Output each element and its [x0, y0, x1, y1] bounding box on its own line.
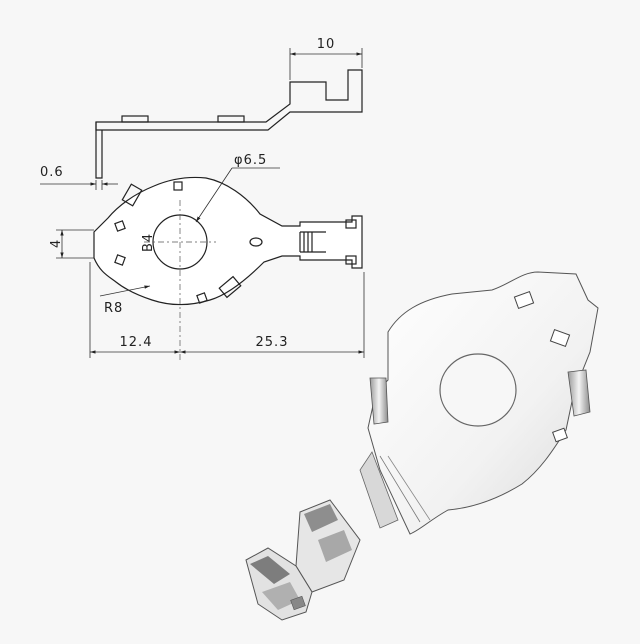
dimension-thickness: 0.6 [40, 165, 118, 190]
dimension-tab-height: 4 [49, 229, 94, 259]
dim-hole-diameter-label: φ6.5 [234, 153, 267, 168]
dim-left-length-label: 12.4 [120, 335, 153, 350]
dimension-tab-width: 10 [289, 37, 363, 80]
dimension-radius: R8 [99, 285, 151, 316]
dimension-hole-diameter: φ6.5 [195, 153, 280, 223]
dim-tab-width-label: 10 [317, 37, 336, 52]
dim-tab-height-label: 4 [49, 239, 64, 248]
part-marking: B4 [141, 233, 156, 252]
dim-thickness-label: 0.6 [40, 165, 64, 180]
dimension-lengths: 12.4 25.3 [89, 262, 365, 358]
dim-radius-label: R8 [104, 301, 123, 316]
isometric-view [245, 271, 599, 621]
dim-right-length-label: 25.3 [256, 335, 289, 350]
side-view [95, 69, 363, 179]
top-view: B4 [93, 176, 363, 360]
